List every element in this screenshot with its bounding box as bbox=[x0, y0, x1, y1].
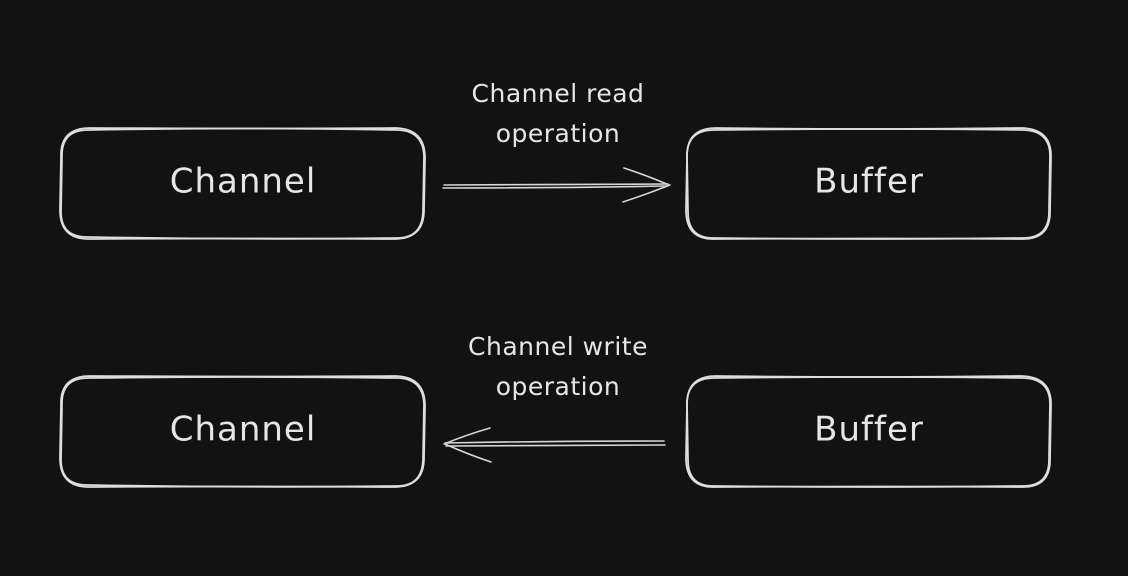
channel-node-bottom-label: Channel bbox=[170, 410, 317, 450]
buffer-node-top[interactable]: Buffer bbox=[685, 127, 1052, 240]
write-arrow bbox=[443, 427, 666, 463]
write-arrow-shaft-sketch bbox=[445, 444, 666, 447]
write-edge-label-line2: operation bbox=[496, 372, 621, 401]
write-edge-label: Channel write operation bbox=[468, 332, 648, 401]
buffer-node-bottom-label: Buffer bbox=[814, 410, 924, 450]
write-edge-label-line1: Channel write bbox=[468, 332, 648, 361]
buffer-node-bottom-border-sketch bbox=[685, 375, 1052, 488]
read-arrow bbox=[442, 167, 671, 203]
read-arrow-shaft-sketch bbox=[442, 185, 668, 189]
buffer-node-bottom[interactable]: Buffer bbox=[685, 375, 1052, 488]
channel-node-bottom-border-sketch bbox=[59, 375, 426, 488]
channel-node-bottom[interactable]: Channel bbox=[59, 375, 426, 488]
channel-node-top[interactable]: Channel bbox=[59, 127, 426, 240]
read-edge-label-line2: operation bbox=[496, 119, 621, 148]
write-arrow-head-lower bbox=[444, 443, 492, 463]
read-edge-label: Channel read operation bbox=[472, 79, 645, 148]
read-edge-label-line1: Channel read bbox=[472, 79, 645, 108]
read-arrow-head-lower bbox=[622, 184, 671, 203]
write-arrow-shaft bbox=[444, 440, 665, 444]
read-arrow-shaft bbox=[443, 183, 669, 186]
read-arrow-head-upper bbox=[623, 167, 670, 186]
write-arrow-head-upper bbox=[443, 427, 491, 445]
buffer-node-top-label: Buffer bbox=[814, 162, 924, 202]
buffer-node-top-border-sketch bbox=[685, 127, 1052, 240]
flow-write: Channel Channel write operation Buffer bbox=[59, 332, 1052, 488]
channel-node-top-border-sketch bbox=[59, 127, 426, 240]
flow-read: Channel Channel read operation Buffer bbox=[59, 79, 1052, 240]
channel-node-top-label: Channel bbox=[170, 162, 317, 202]
